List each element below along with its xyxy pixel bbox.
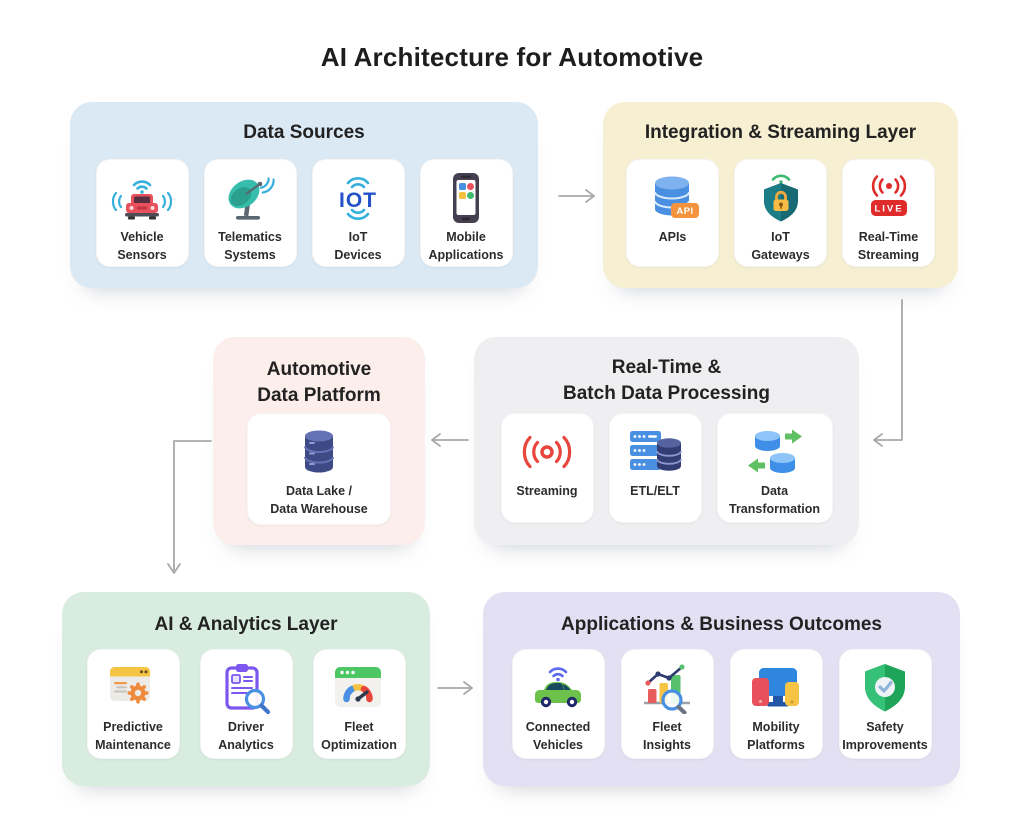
card-predictive-maintenance: Predictive Maintenance [86, 649, 180, 759]
gauge-window-icon [335, 667, 381, 707]
icon-wrap [859, 660, 911, 716]
satellite-dish-icon [228, 177, 275, 220]
card-label: Mobility Platforms [747, 720, 805, 752]
icon-wrap [747, 424, 803, 480]
icon-wrap: LIVE [862, 170, 916, 226]
applications-cards: Connected Vehicles Fleet Insig [483, 649, 960, 759]
card-fleet-insights: Fleet Insights [620, 649, 714, 759]
card-label: Real-Time Streaming [857, 230, 920, 262]
card-mobility-platforms: Mobility Platforms [729, 649, 823, 759]
icon-wrap [105, 660, 161, 716]
live-badge-text: LIVE [874, 204, 903, 215]
icon-wrap [639, 660, 695, 716]
icon-wrap [527, 660, 589, 716]
card-streaming: Streaming [500, 413, 594, 523]
data-sync-icon [747, 429, 802, 473]
card-label: Data Lake / Data Warehouse [270, 484, 368, 516]
card-vehicle-sensors: Vehicle Sensors [95, 159, 189, 267]
shield-lock-icon [763, 174, 798, 222]
integration-cards: API APIs IoT Gateways [603, 159, 958, 267]
card-data-transformation: Data Transformation [716, 413, 833, 523]
icon-wrap: IOT [327, 170, 389, 226]
card-driver-analytics: Driver Analytics [199, 649, 293, 759]
panel-ai-analytics: AI & Analytics Layer [62, 592, 430, 786]
mobile-apps-icon [453, 173, 479, 223]
database-cylinder-icon [304, 430, 334, 473]
card-label: Driver Analytics [218, 720, 274, 752]
card-label: Telematics Systems [218, 230, 282, 262]
api-database-icon: API [653, 176, 699, 218]
icon-wrap: API [646, 170, 700, 226]
ai-analytics-cards: Predictive Maintenance [62, 649, 430, 759]
panel-data-processing: Real-Time & Batch Data Processing Stream… [474, 337, 859, 545]
api-badge-text: API [676, 206, 693, 217]
data-sources-cards: Vehicle Sensors Telematics Systems [70, 159, 538, 267]
icon-wrap [218, 660, 274, 716]
card-etl-elt: ETL/ELT [608, 413, 702, 523]
icon-wrap [748, 660, 804, 716]
card-mobile-applications: Mobile Applications [419, 159, 513, 267]
icon-wrap [515, 424, 579, 480]
card-label: Connected Vehicles [525, 720, 591, 752]
card-safety-improvements: Safety Improvements [838, 649, 932, 759]
icon-wrap [755, 170, 807, 226]
card-fleet-optimization: Fleet Optimization [312, 649, 406, 759]
card-label: Data Transformation [729, 484, 820, 516]
card-iot-gateways: IoT Gateways [734, 159, 827, 267]
icon-wrap [111, 170, 173, 226]
panel-title-integration: Integration & Streaming Layer [644, 122, 917, 143]
shield-check-icon [865, 664, 905, 712]
card-label: Fleet Optimization [321, 720, 397, 752]
live-broadcast-icon: LIVE [870, 175, 907, 216]
card-telematics-systems: Telematics Systems [203, 159, 297, 267]
card-apis: API APIs [626, 159, 719, 267]
card-label: IoT Devices [334, 230, 382, 262]
card-label: IoT Gateways [751, 230, 810, 262]
server-database-icon [630, 431, 682, 471]
card-label: Mobile Applications [428, 230, 504, 262]
panel-integration-streaming: Integration & Streaming Layer API APIs [603, 102, 958, 288]
diagram-title: AI Architecture for Automotive [320, 42, 704, 72]
iot-logo-icon: IOT [339, 177, 377, 220]
card-label: ETL/ELT [630, 484, 680, 498]
card-data-lake-warehouse: Data Lake / Data Warehouse [247, 413, 391, 525]
icon-wrap [331, 660, 387, 716]
card-label: Vehicle Sensors [117, 230, 167, 262]
card-label: APIs [658, 230, 687, 244]
icon-wrap [293, 424, 345, 480]
icon-wrap [222, 170, 278, 226]
panel-title-automotive: Automotive Data Platform [257, 359, 381, 407]
vehicle-sensors-icon [111, 180, 173, 220]
broadcast-signal-icon [522, 435, 572, 469]
window-gear-icon [110, 667, 150, 704]
icon-wrap [446, 170, 486, 226]
panel-title-applications: Applications & Business Outcomes [561, 614, 882, 635]
automotive-cards: Data Lake / Data Warehouse [213, 413, 425, 525]
panel-title-processing: Real-Time & Batch Data Processing [563, 357, 770, 405]
card-label: Streaming [516, 484, 578, 498]
card-connected-vehicles: Connected Vehicles [511, 649, 605, 759]
processing-cards: Streaming [474, 413, 859, 523]
panel-automotive-data-platform: Automotive Data Platform Data Lake / Dat… [213, 337, 425, 545]
clipboard-magnifier-icon [225, 664, 271, 715]
card-label: Predictive Maintenance [95, 720, 171, 752]
card-realtime-streaming: LIVE Real-Time Streaming [842, 159, 935, 267]
panel-data-sources: Data Sources [70, 102, 538, 288]
panel-title-ai-analytics: AI & Analytics Layer [154, 614, 338, 635]
icon-wrap [627, 424, 683, 480]
card-iot-devices: IOT IoT Devices [311, 159, 405, 267]
card-label: Safety Improvements [842, 720, 928, 752]
devices-icon [752, 668, 799, 707]
connected-car-icon [535, 667, 581, 708]
iot-logo-text: IOT [339, 189, 377, 212]
card-label: Fleet Insights [643, 720, 691, 752]
chart-magnifier-icon [644, 664, 690, 714]
panel-applications-outcomes: Applications & Business Outcomes Connect… [483, 592, 960, 786]
panel-title-data-sources: Data Sources [243, 122, 365, 143]
